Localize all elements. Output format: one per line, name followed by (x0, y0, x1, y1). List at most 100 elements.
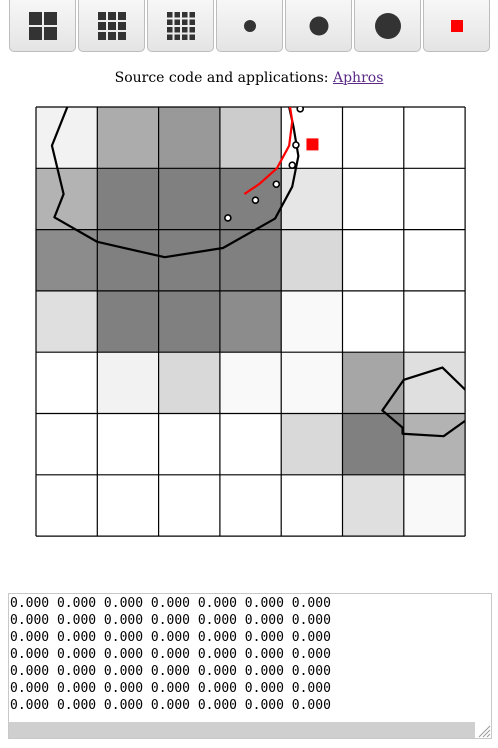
grid-cell (281, 352, 343, 414)
icon-cell (166, 34, 172, 40)
grid-cell (219, 107, 282, 169)
grid-cell (281, 229, 343, 291)
icon-cell (174, 11, 180, 17)
icon-cell (43, 26, 57, 40)
interface-polygon (381, 366, 466, 438)
icon-cell (97, 21, 106, 30)
grid-2x2-button[interactable] (9, 0, 76, 52)
interface-polygon (50, 107, 300, 259)
icon-cell (117, 21, 126, 30)
grid-cell (220, 414, 281, 475)
grid-cell (219, 352, 282, 414)
icon-cell (107, 31, 116, 40)
icon-cell (189, 19, 195, 25)
point-marker (296, 107, 305, 113)
grid-cell (158, 352, 220, 414)
caption-text: Source code and applications: (114, 70, 333, 86)
grid-4x4-icon (166, 11, 195, 40)
large-dot-button[interactable] (354, 0, 421, 52)
grid-cell (36, 352, 97, 413)
icon-cell (117, 11, 126, 20)
icon-cell (107, 21, 116, 30)
large-dot-icon (374, 12, 401, 39)
icon-cell (28, 26, 42, 40)
grid-cell (158, 107, 220, 169)
icon-cell (107, 11, 116, 20)
grid-cell (36, 168, 98, 230)
grid-cell (220, 475, 281, 536)
icon-cell (97, 11, 106, 20)
grid-cell (281, 290, 343, 353)
icon-cell (181, 19, 187, 25)
drawing-canvas[interactable] (0, 0, 498, 560)
icon-cell (189, 26, 195, 32)
red-square-button[interactable] (423, 0, 490, 52)
grid-cell (404, 230, 465, 291)
medium-dot-button[interactable] (285, 0, 352, 52)
icon-cell (174, 34, 180, 40)
resize-grip-icon[interactable] (475, 722, 491, 738)
grid-cell (36, 290, 98, 353)
icon-cell (189, 34, 195, 40)
grid-cell (36, 107, 98, 169)
grid-cell (403, 413, 466, 475)
cell-layer (36, 107, 466, 537)
volume-fraction-output: 0.000 0.000 0.000 0.000 0.000 0.000 0.00… (10, 596, 331, 713)
grid-cell (343, 291, 404, 352)
point-marker (263, 37, 269, 43)
grid-4x4-button[interactable] (147, 0, 214, 52)
icon-cell (28, 11, 42, 25)
icon-cell (181, 11, 187, 17)
point-marker (251, 196, 260, 204)
point-marker (294, 84, 300, 90)
grid-3x3-button[interactable] (78, 0, 145, 52)
aphros-link[interactable]: Aphros (332, 70, 384, 86)
grid-cell (219, 229, 282, 291)
grid-cell (403, 474, 466, 537)
grid-cell (342, 352, 404, 414)
medium-dot-icon (309, 16, 328, 35)
grid-cell (403, 352, 466, 414)
small-dot-button[interactable] (216, 0, 283, 52)
grid-cell (159, 414, 220, 475)
icon-cell (174, 19, 180, 25)
grid-cell (159, 475, 220, 536)
grid-lines (35, 106, 466, 537)
red-square-icon (450, 19, 463, 32)
point-marker (224, 214, 232, 222)
point-marker (292, 141, 300, 149)
grid-cell (343, 230, 404, 291)
dot-shape (309, 16, 328, 35)
point-marker (286, 61, 292, 67)
caption: Source code and applications: Aphros (0, 70, 498, 86)
icon-cell (166, 19, 172, 25)
grid-cell (281, 168, 343, 230)
icon-cell (166, 26, 172, 32)
grid-cell (281, 413, 343, 475)
grid-3x3-icon (97, 11, 126, 40)
grid-cell (158, 168, 220, 230)
horizontal-scrollbar[interactable] (9, 722, 475, 738)
grid-cell (219, 290, 282, 353)
icon-cell (43, 11, 57, 25)
grid-cell (158, 290, 220, 353)
small-dot-icon (243, 19, 256, 32)
icon-cell (166, 11, 172, 17)
grid-cell (97, 107, 159, 169)
grid-cell (158, 229, 220, 291)
grid-cell (281, 475, 342, 536)
grid-cell (97, 414, 158, 475)
point-marker (272, 180, 281, 189)
dot-shape (243, 19, 256, 32)
grid-cell (97, 229, 159, 291)
grid-cell (343, 107, 404, 168)
grid-cell (343, 168, 404, 229)
grid-cell (342, 474, 404, 537)
red-square-marker (306, 138, 319, 151)
icon-cell (181, 34, 187, 40)
grid-2x2-icon (28, 11, 57, 40)
grid-cell (36, 475, 97, 536)
icon-cell (117, 31, 126, 40)
output-textarea[interactable]: 0.000 0.000 0.000 0.000 0.000 0.000 0.00… (8, 593, 492, 739)
grid-cell (36, 414, 97, 475)
